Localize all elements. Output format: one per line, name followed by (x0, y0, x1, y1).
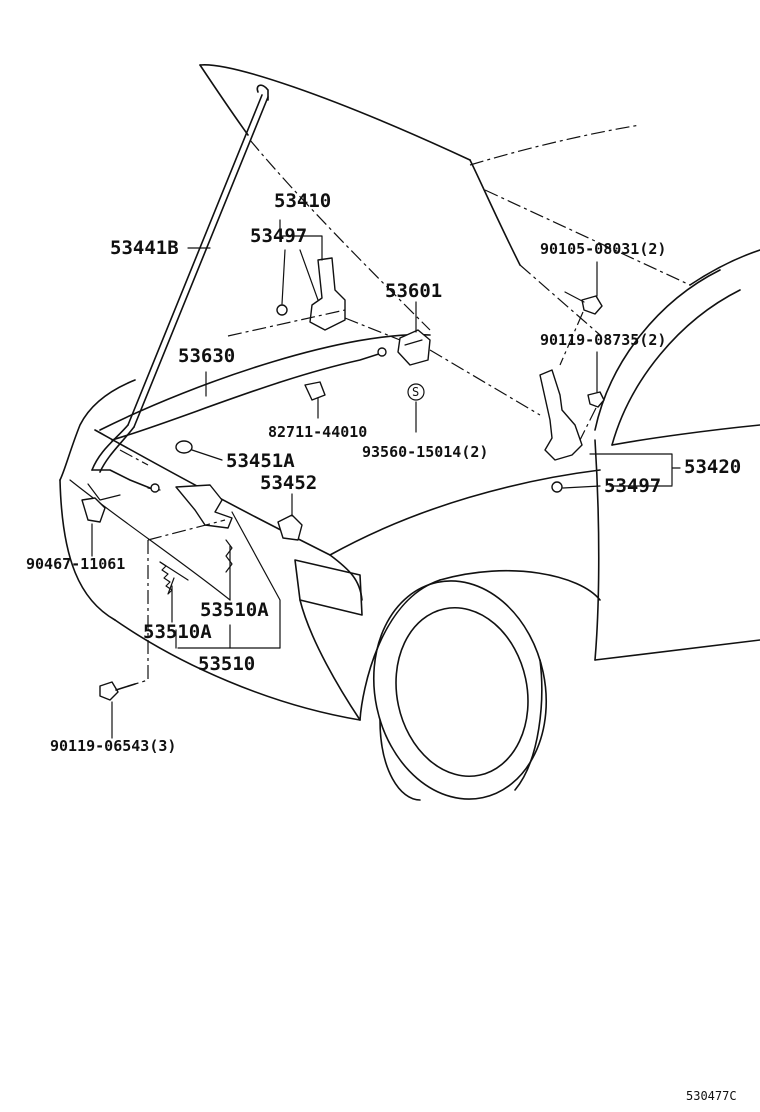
callout-53510a-right: 53510A (200, 599, 269, 621)
leader-lines (91, 219, 681, 739)
bumper-clip (81, 497, 106, 523)
callout-53510: 53510 (198, 653, 256, 675)
hood-support-rod (87, 84, 269, 501)
figure-code: 530477C (686, 1089, 737, 1103)
s-mark: S (412, 385, 420, 399)
hood-panel (199, 64, 601, 336)
callout-90119-08735: 90119-08735(2) (540, 331, 667, 349)
hood-hinge-left (276, 257, 346, 331)
callout-93560-15014: 93560-15014(2) (362, 443, 489, 461)
bottom-bolt (99, 681, 136, 701)
hood-release-cable (111, 347, 387, 441)
cable-clip (304, 381, 326, 401)
callout-53420: 53420 (684, 456, 742, 478)
bolt-90105 (564, 291, 603, 315)
bolt-90119-08735 (587, 391, 605, 408)
hood-hinge-right (539, 369, 583, 493)
lock-base (147, 483, 233, 529)
s-mark-circle (407, 383, 425, 401)
callout-53441b: 53441B (110, 237, 179, 259)
spring-right (225, 539, 233, 573)
assembly-lines (119, 309, 597, 685)
callout-53451a: 53451A (226, 450, 295, 472)
callout-53497-right: 53497 (604, 475, 662, 497)
callout-82711-44010: 82711-44010 (268, 423, 368, 441)
front-wheel (372, 580, 548, 801)
callout-53497-left: 53497 (250, 225, 308, 247)
hood-cushion (175, 440, 193, 454)
lock-support (277, 514, 303, 541)
callout-53452: 53452 (260, 472, 318, 494)
callout-53601: 53601 (385, 280, 443, 302)
hood-lock (397, 329, 431, 366)
callout-53410: 53410 (274, 190, 332, 212)
callout-90119-06543: 90119-06543(3) (50, 737, 177, 755)
callout-53630: 53630 (178, 345, 236, 367)
spring-left (159, 561, 189, 595)
callout-90105-08031: 90105-08031(2) (540, 240, 667, 258)
callout-53510a-left: 53510A (143, 621, 212, 643)
cabin-outline (469, 124, 760, 661)
callout-90467-11061: 90467-11061 (26, 555, 126, 573)
